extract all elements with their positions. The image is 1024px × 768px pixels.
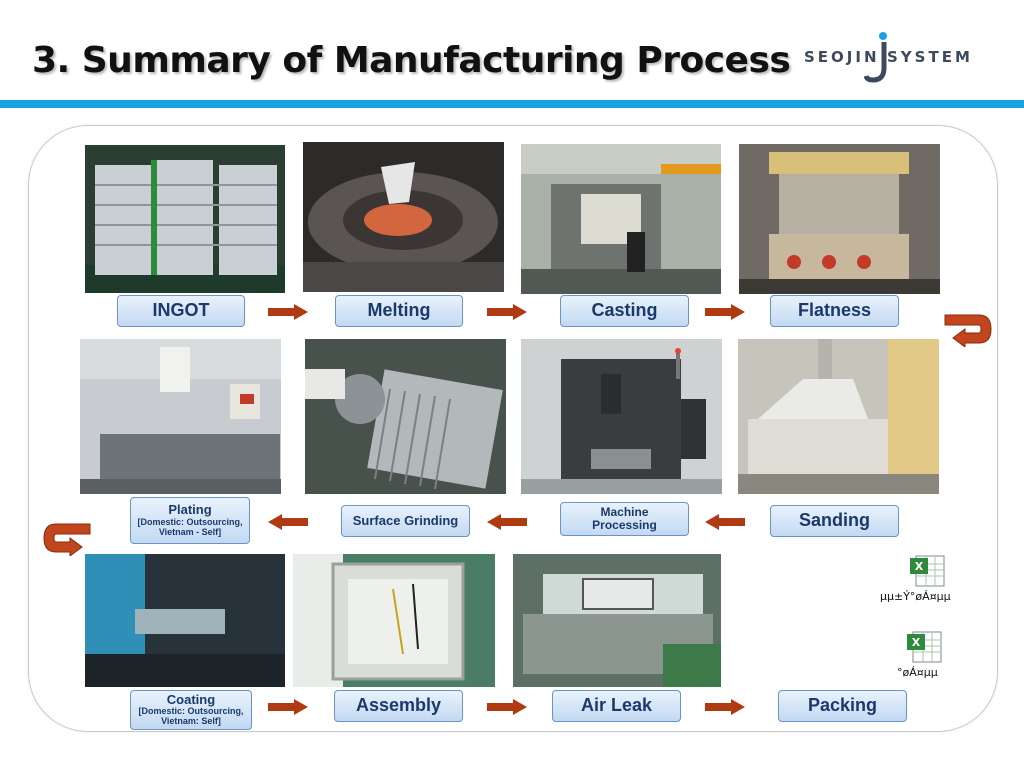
step-label-assembly: Assembly [334, 690, 463, 722]
machine-processing-photo [521, 339, 722, 494]
plating-note: [Domestic: Outsourcing, Vietnam - Self] [137, 516, 243, 537]
plating-photo [80, 339, 281, 494]
step-label-sanding: Sanding [770, 505, 899, 537]
right-arrow-icon [487, 304, 527, 320]
assembly-photo [293, 554, 495, 687]
step-label-machine-processing: Machine Processing [560, 502, 689, 536]
ingot-photo [85, 145, 285, 293]
right-arrow-icon [487, 699, 527, 715]
logo-text-left: SEOJIN [804, 48, 880, 66]
excel-file-icon[interactable]: X [905, 630, 943, 664]
header-rule [0, 100, 1024, 108]
plating-label: Plating [168, 502, 212, 518]
coating-photo [85, 554, 285, 687]
logo-j-icon [864, 32, 887, 83]
excel-file-label: °øÁ¤µµ [897, 666, 938, 679]
right-arrow-icon [705, 699, 745, 715]
left-arrow-icon [487, 514, 527, 530]
step-label-plating: Plating [Domestic: Outsourcing, Vietnam … [130, 497, 250, 544]
step-label-coating: Coating [Domestic: Outsourcing, Vietnam:… [130, 690, 252, 730]
svg-text:X: X [915, 560, 924, 573]
sanding-photo [738, 339, 939, 494]
slide-title: 3. Summary of Manufacturing Process [32, 40, 791, 81]
step-label-packing: Packing [778, 690, 907, 722]
step-label-melting: Melting [335, 295, 463, 327]
step-label-air-leak: Air Leak [552, 690, 681, 722]
step-label-surface-grinding: Surface Grinding [341, 505, 470, 537]
company-logo: SEOJIN SYSTEM [804, 32, 974, 84]
step-label-casting: Casting [560, 295, 689, 327]
u-turn-arrow-icon [43, 523, 91, 556]
excel-file-label: µµ±Ý°øÁ¤µµ [880, 590, 951, 603]
melting-photo [303, 142, 504, 292]
air-leak-photo [513, 554, 721, 687]
svg-text:X: X [912, 636, 921, 649]
flatness-photo [739, 144, 940, 294]
u-turn-arrow-icon [944, 314, 992, 347]
casting-photo [521, 144, 721, 294]
step-label-ingot: INGOT [117, 295, 245, 327]
coating-note: [Domestic: Outsourcing, Vietnam: Self] [138, 706, 244, 727]
right-arrow-icon [705, 304, 745, 320]
step-label-flatness: Flatness [770, 295, 899, 327]
right-arrow-icon [268, 304, 308, 320]
coating-label: Coating [166, 691, 216, 707]
left-arrow-icon [705, 514, 745, 530]
surface-grinding-photo [305, 339, 506, 494]
logo-text-right: SYSTEM [887, 48, 973, 66]
excel-file-icon[interactable]: X [908, 554, 946, 588]
right-arrow-icon [268, 699, 308, 715]
left-arrow-icon [268, 514, 308, 530]
